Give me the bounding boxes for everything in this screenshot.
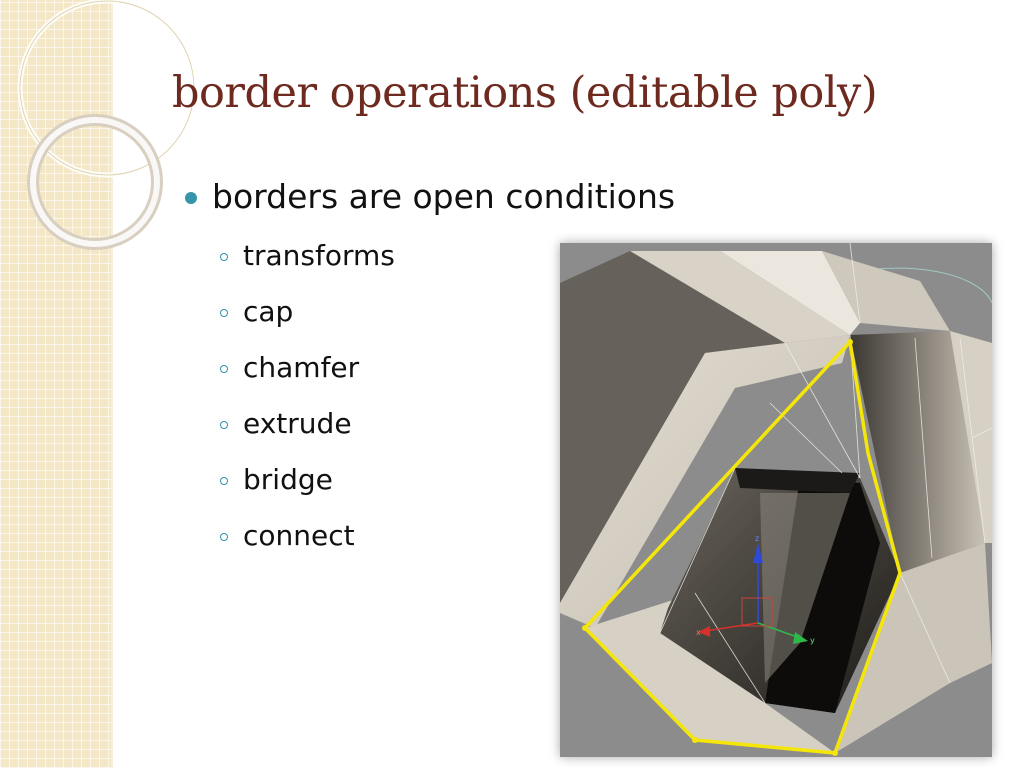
sub-bullet-ring-icon bbox=[220, 533, 228, 541]
gizmo-z-label: z bbox=[755, 534, 759, 543]
gizmo-y-label: y bbox=[810, 636, 815, 645]
bottom-bevel bbox=[585, 593, 835, 753]
sub-item-label: cap bbox=[243, 295, 294, 328]
sub-item-label: bridge bbox=[243, 463, 333, 496]
page-title: border operations (editable poly) bbox=[172, 68, 878, 118]
3d-viewport-image: z x y bbox=[560, 242, 993, 757]
sub-bullet-ring-icon bbox=[220, 365, 228, 373]
back-face bbox=[560, 251, 810, 603]
sub-item-transforms: transforms bbox=[180, 228, 675, 284]
decorative-rings bbox=[17, 0, 197, 250]
right-outer-face bbox=[950, 331, 992, 543]
transform-gizmo-icon: z x y bbox=[696, 534, 815, 645]
right-bevel bbox=[850, 331, 985, 573]
bullet-item: borders are open conditions bbox=[180, 172, 675, 228]
inner-ridge bbox=[760, 493, 850, 683]
sub-bullet-ring-icon bbox=[220, 253, 228, 261]
left-bevel bbox=[560, 335, 850, 628]
inner-edge bbox=[735, 468, 860, 493]
sub-bullet-ring-icon bbox=[220, 421, 228, 429]
top-bevel bbox=[720, 251, 860, 335]
bullet-text: borders are open conditions bbox=[212, 177, 676, 216]
sub-bullet-ring-icon bbox=[220, 477, 228, 485]
sub-item-label: connect bbox=[243, 519, 355, 552]
sub-item-extrude: extrude bbox=[180, 396, 675, 452]
wireframe-edges bbox=[659, 242, 993, 704]
sub-item-label: extrude bbox=[243, 407, 352, 440]
sub-item-connect: connect bbox=[180, 508, 675, 564]
top-bevel bbox=[630, 251, 850, 343]
gizmo-x-label: x bbox=[696, 628, 701, 637]
sub-item-cap: cap bbox=[180, 284, 675, 340]
top-bevel bbox=[822, 251, 950, 331]
border-vertices bbox=[582, 339, 853, 756]
bullet-list: borders are open conditions transforms c… bbox=[180, 172, 675, 564]
sub-item-bridge: bridge bbox=[180, 452, 675, 508]
sub-item-label: transforms bbox=[243, 239, 395, 272]
lower-right-bevel bbox=[835, 543, 992, 753]
sub-bullet-ring-icon bbox=[220, 309, 228, 317]
sub-item-label: chamfer bbox=[243, 351, 360, 384]
editable-poly-render: z x y bbox=[560, 242, 993, 757]
bullet-dot-icon bbox=[185, 192, 197, 204]
sub-item-chamfer: chamfer bbox=[180, 340, 675, 396]
